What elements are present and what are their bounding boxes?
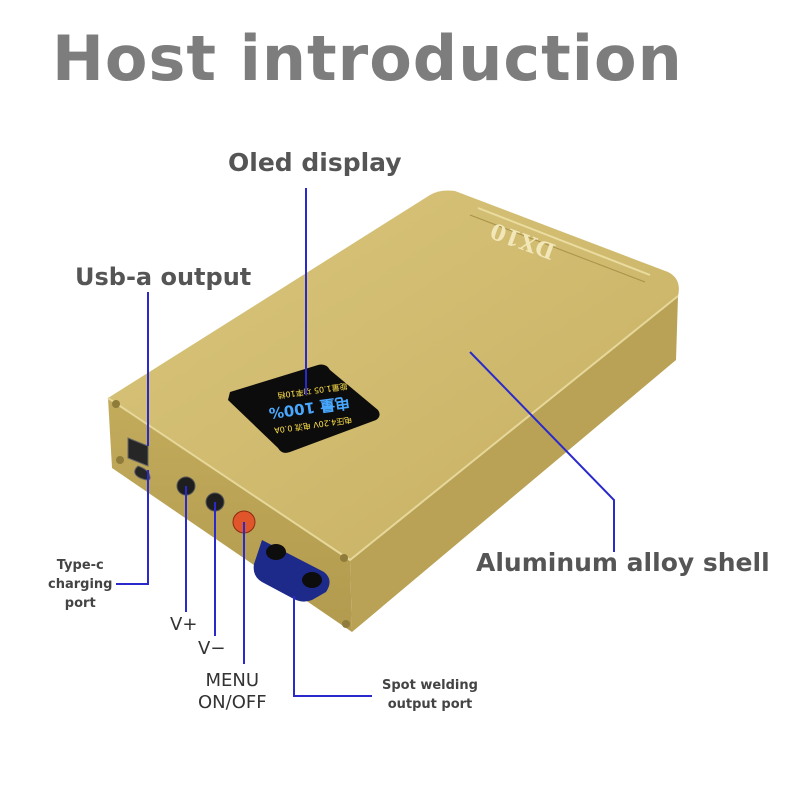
callout-spot-welding-line-1: Spot welding	[382, 678, 478, 693]
screw-icon	[116, 456, 124, 464]
device-side-face	[350, 296, 678, 632]
callout-spot-welding-line-2: output port	[387, 697, 473, 712]
callout-aluminum-shell: Aluminum alloy shell	[476, 548, 770, 577]
logo-groove-line	[477, 207, 651, 276]
callout-v-plus: V+	[170, 614, 198, 635]
callout-oled-display: Oled display	[228, 148, 402, 177]
callout-usb-a-output: Usb-a output	[75, 263, 252, 291]
callout-menu-onoff: MENU ON/OFF	[198, 670, 267, 714]
usb-a-port-icon	[127, 437, 149, 467]
leader-lines	[116, 188, 615, 697]
logo-groove-line	[469, 214, 646, 283]
spot-welding-port-icon	[253, 540, 330, 602]
callout-menu-line-1: MENU	[205, 670, 260, 691]
screw-icon	[340, 554, 348, 562]
callout-v-minus: V−	[198, 638, 226, 659]
callout-menu-line-2: ON/OFF	[198, 692, 267, 713]
screw-icon	[112, 400, 120, 408]
page-title: Host introduction	[52, 22, 683, 95]
edge-highlight	[107, 295, 679, 562]
screw-icon	[342, 620, 350, 628]
callout-type-c-port: Type-c charging port	[48, 556, 112, 613]
callout-type-c-line-3: port	[64, 596, 96, 611]
callout-type-c-line-2: charging	[48, 577, 113, 592]
device-top-surface	[108, 190, 679, 560]
callout-spot-welding-port: Spot welding output port	[382, 676, 478, 714]
oled-display: 电压4.20V 电流 0.0A 电量 100% 能量1.05 功率10档	[228, 364, 380, 453]
callout-type-c-line-1: Type-c	[56, 558, 104, 573]
